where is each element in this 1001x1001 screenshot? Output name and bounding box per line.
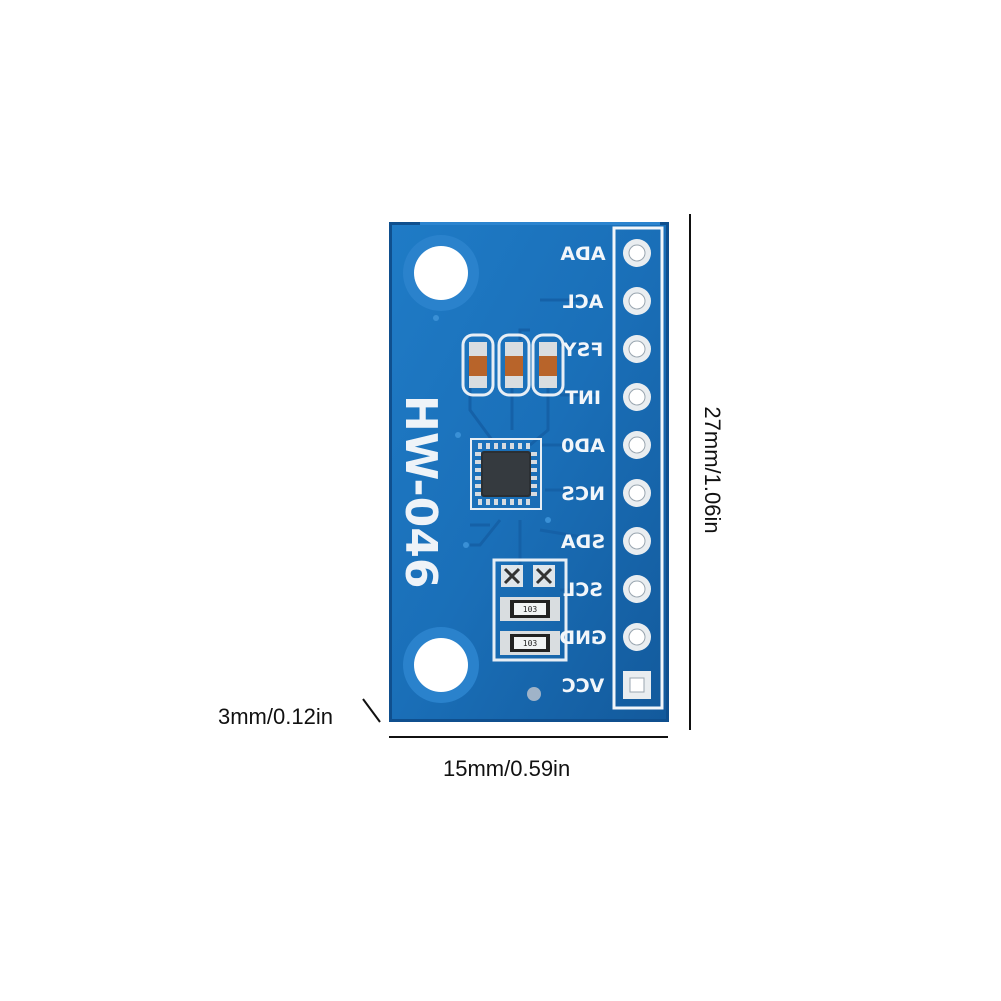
- thickness-dimension-label: 3mm/0.12in: [218, 704, 333, 729]
- thickness-dimension-mark: [362, 698, 381, 723]
- pin-fsy: [623, 335, 651, 363]
- resistor-code-1: 103: [523, 605, 538, 614]
- pin-acl: [623, 287, 651, 315]
- dimension-lines: [362, 214, 691, 738]
- pin-scl: [623, 575, 651, 603]
- pin-vcc: [623, 671, 651, 699]
- pin-gnd: [623, 623, 651, 651]
- pin-label-gnd: GND: [559, 627, 606, 649]
- pin-int: [623, 383, 651, 411]
- pin-label-scl: SCL: [563, 579, 603, 601]
- width-dimension-label: 15mm/0.59in: [443, 756, 571, 781]
- pcb-traces: [468, 298, 601, 642]
- pin-ncs: [623, 479, 651, 507]
- pin-label-vcc: VCC: [562, 675, 605, 697]
- resistor-code-2: 103: [523, 639, 538, 648]
- sensor-chip: [470, 438, 542, 510]
- pin-label-acl: ACL: [563, 291, 604, 313]
- pin-label-ada: ADA: [560, 243, 605, 265]
- pin-label-ad0: AD0: [561, 435, 605, 457]
- pin-label-ncs: NCS: [561, 483, 605, 505]
- model-label: HW-046: [395, 395, 446, 589]
- height-dimension-label: 27mm/1.06in: [700, 406, 725, 534]
- mounting-hole-bottom: [403, 627, 479, 703]
- capacitor-2: [497, 333, 531, 397]
- mounting-hole-top: [403, 235, 479, 311]
- pin-label-int: INT: [565, 387, 601, 409]
- pin-ada: [623, 239, 651, 267]
- capacitor-3: [531, 333, 565, 397]
- pin-header: [623, 239, 651, 699]
- pin-ad0: [623, 431, 651, 459]
- via-large: [527, 687, 541, 701]
- pin-label-fsy: FSY: [563, 339, 604, 361]
- pcb-vias: [433, 315, 551, 548]
- pin-label-sda: SDA: [561, 531, 605, 553]
- resistor-block: 103 103: [492, 558, 568, 662]
- pin-header-outline: [612, 226, 664, 710]
- pin-sda: [623, 527, 651, 555]
- capacitor-1: [461, 333, 495, 397]
